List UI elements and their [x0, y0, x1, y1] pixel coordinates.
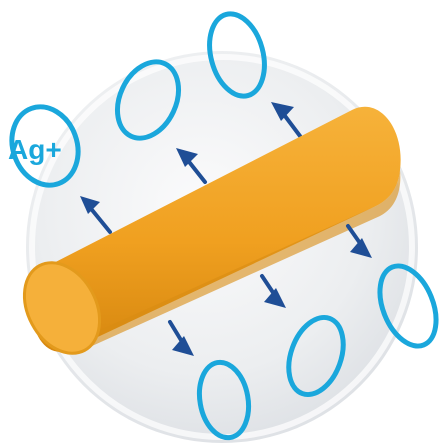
fiber-body [32, 106, 401, 352]
silver-ion-ring-icon [207, 11, 267, 99]
silver-ion-label: Ag+ [8, 134, 62, 165]
release-arrows-upper [80, 102, 302, 234]
release-arrow-head-icon [80, 196, 100, 214]
silver-ion-ring-icon [377, 263, 439, 349]
silver-fiber-cylinder-icon [22, 106, 401, 355]
release-arrows-lower [168, 224, 372, 356]
fiber-end-cap-rim [22, 261, 102, 355]
release-arrow-head-icon [271, 102, 294, 121]
silver-ion-rings [9, 11, 439, 441]
silver-ion-ring-icon [9, 104, 81, 188]
release-arrow-head-icon [172, 336, 194, 356]
silver-ion-ring-icon [115, 59, 181, 141]
release-arrow-head-icon [264, 288, 286, 308]
silver-ion-ring-icon [286, 314, 346, 398]
fiber-shade [92, 170, 401, 346]
fiber-end-cap [24, 262, 100, 354]
release-arrow-head-icon [176, 148, 198, 167]
silver-ion-ring-icon [196, 359, 252, 441]
release-arrow-head-icon [350, 238, 372, 258]
